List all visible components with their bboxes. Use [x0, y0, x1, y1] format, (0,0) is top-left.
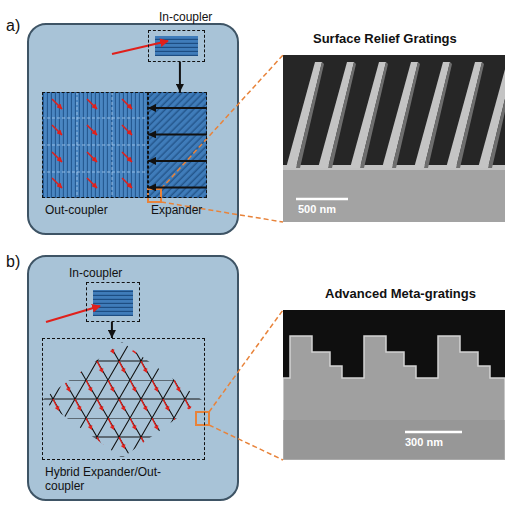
node-label: In-coupler	[159, 10, 212, 24]
fin-shadow	[360, 62, 388, 168]
red-ray	[122, 99, 132, 109]
red-ray	[87, 125, 97, 135]
flow-arrow	[148, 133, 207, 135]
waveguide-panel	[28, 24, 238, 234]
flow-arrow	[111, 322, 113, 338]
zoom-leader	[161, 55, 283, 222]
fin-shadow	[392, 62, 420, 168]
node-label: In-coupler	[69, 266, 122, 280]
input-beam	[46, 306, 100, 322]
grating-box: Out-coupler	[42, 92, 148, 198]
red-ray	[87, 152, 97, 162]
fin	[350, 62, 386, 168]
flow-arrow	[148, 107, 207, 109]
out-coupler-grating	[42, 92, 148, 198]
slanted-fins	[286, 62, 505, 168]
sem-substrate	[283, 420, 505, 460]
red-ray	[52, 99, 62, 109]
fin	[286, 62, 322, 168]
fin	[414, 62, 450, 168]
zoom-square	[196, 412, 209, 425]
fin-shadows	[296, 62, 505, 168]
stepped-profile	[283, 336, 505, 460]
red-ray	[52, 178, 62, 188]
sem-substrate	[283, 168, 505, 222]
panel-letter: b)	[6, 253, 20, 271]
node-label: Surface Relief Gratings	[313, 31, 457, 47]
red-ray	[122, 178, 132, 188]
zoom-square	[148, 189, 161, 202]
sem-panel: Advanced Meta-gratings300 nm	[283, 310, 505, 460]
cell-grid	[42, 92, 148, 198]
grating-box: Expander	[148, 92, 207, 198]
node-label: Advanced Meta-gratings	[325, 286, 476, 302]
fin-shadow	[328, 62, 356, 168]
red-ray	[87, 99, 97, 109]
node-label: Hybrid Expander/Out-coupler	[45, 465, 180, 493]
panel-letter: a)	[6, 17, 20, 35]
red-ray	[52, 125, 62, 135]
sem-background	[283, 55, 505, 222]
node-label: Out-coupler	[45, 203, 108, 217]
node-label: Expander	[151, 203, 202, 217]
scale-bar	[405, 431, 462, 434]
fin-shadow	[424, 62, 452, 168]
flow-arrow	[148, 186, 207, 188]
sem-panel: Surface Relief Gratings500 nm	[283, 55, 505, 222]
sem-image	[283, 310, 505, 460]
zoom-leader	[209, 310, 283, 460]
fin	[446, 62, 482, 168]
flow-arrow	[148, 160, 207, 162]
grating-box: In-coupler	[148, 30, 205, 62]
out-coupled-rays	[52, 99, 132, 188]
in-coupler-grating	[155, 36, 198, 56]
expander-grating	[148, 92, 207, 198]
flow-arrow	[179, 62, 181, 92]
fin	[318, 62, 354, 168]
sem-background	[283, 310, 505, 460]
fin-shadow	[488, 62, 505, 168]
input-beam	[112, 41, 168, 54]
in-coupler-grating	[93, 290, 133, 316]
fin	[382, 62, 418, 168]
sem-image	[283, 55, 505, 222]
red-ray	[122, 125, 132, 135]
fin	[478, 62, 505, 168]
grating-box: In-coupler	[86, 282, 140, 322]
waveguide-panel	[28, 256, 238, 500]
fin-shadow	[296, 62, 324, 168]
red-ray	[122, 152, 132, 162]
scale-label: 300 nm	[405, 435, 443, 449]
scale-bar	[296, 198, 348, 201]
grating-box: Hybrid Expander/Out-coupler	[42, 338, 205, 460]
scale-label: 500 nm	[298, 202, 336, 216]
red-ray	[87, 178, 97, 188]
fin-shadow	[456, 62, 484, 168]
red-ray	[52, 152, 62, 162]
meta-grating-lattice	[42, 342, 202, 458]
